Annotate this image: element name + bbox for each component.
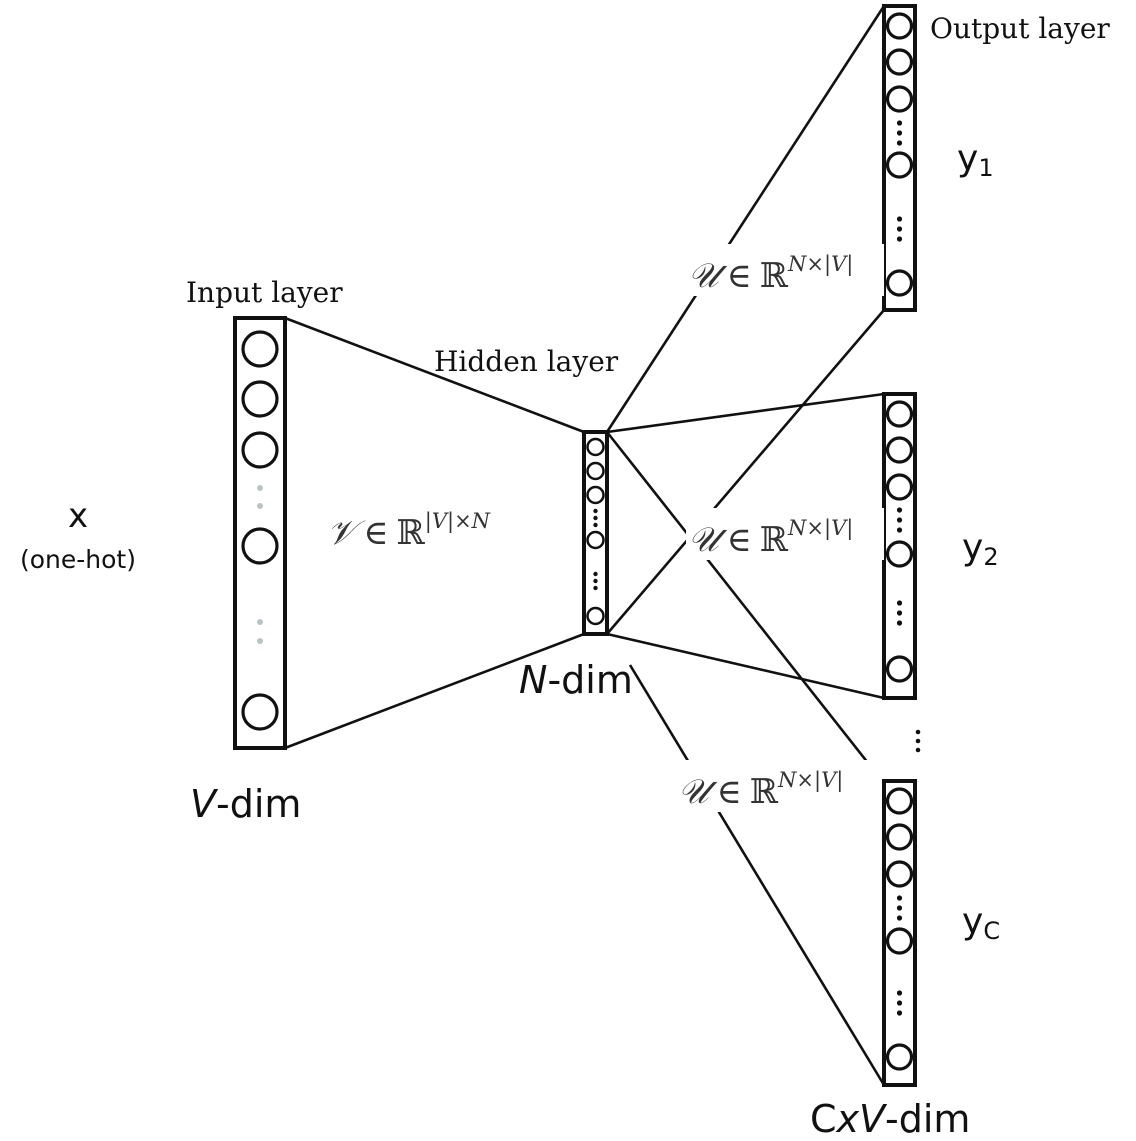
weight-space: ℝ <box>760 520 789 560</box>
hidden-node <box>586 530 605 550</box>
output-label-y1: y1 <box>957 138 994 182</box>
output-label-y2: y2 <box>962 527 999 571</box>
edge-hidden-to-output1-top <box>605 5 886 433</box>
output-node <box>885 48 914 76</box>
weight-space: ℝ <box>750 772 779 812</box>
edge-hidden-to-output1-bottom <box>606 309 885 635</box>
output-ellipsis <box>896 600 903 626</box>
input-dim-italic: V <box>190 782 219 826</box>
output-dim-italic: xV <box>836 1097 888 1141</box>
weight-space: ℝ <box>397 513 426 553</box>
hidden-node <box>586 606 605 626</box>
output-layer-title: Output layer <box>930 12 1110 45</box>
output-node <box>885 151 914 179</box>
input-node <box>241 431 279 469</box>
input-ellipsis <box>257 619 263 644</box>
hidden-ellipsis <box>593 571 598 591</box>
weight-member: ∈ <box>727 256 752 296</box>
hidden-dim-italic: N <box>519 658 547 702</box>
edge-hidden-to-output2-bottom <box>606 632 885 700</box>
weight-label-bg <box>676 760 874 812</box>
output-layer-1-box <box>882 4 917 312</box>
input-symbol: x <box>68 496 88 536</box>
input-layer-title: Input layer <box>186 276 343 309</box>
edge-hidden-to-output2-top <box>606 392 885 434</box>
weight-superscript: |V|×N <box>425 509 491 534</box>
output-label-base: y <box>962 901 983 942</box>
weight-label-bg <box>686 244 884 296</box>
output-label-base: y <box>962 527 983 568</box>
output-layer-2 <box>882 392 917 700</box>
output-label-sub: 2 <box>983 543 998 571</box>
output-label-sub: C <box>983 917 1000 945</box>
weight-superscript: N×|V| <box>787 252 853 277</box>
hidden-ellipsis <box>593 508 598 528</box>
weight-member: ∈ <box>727 520 752 560</box>
output-label-base: y <box>957 138 978 179</box>
hidden-layer-box <box>582 430 609 636</box>
hidden-dim-label: N-dim <box>519 658 633 702</box>
weight-superscript: N×|V| <box>777 768 843 793</box>
input-node <box>241 330 279 368</box>
hidden-node <box>586 485 605 505</box>
weight-superscript: N×|V| <box>787 516 853 541</box>
weight-member: ∈ <box>363 513 388 553</box>
edge-hidden-to-output3-bottom <box>628 664 886 1086</box>
output-node <box>885 860 914 888</box>
input-dim-suffix: -dim <box>216 782 301 826</box>
weight-label-input: 𝒱∈ℝ|V|×N <box>320 502 552 554</box>
output-ellipsis <box>896 895 903 921</box>
weight-label-bg <box>686 508 884 560</box>
weight-space: ℝ <box>760 256 789 296</box>
hidden-node <box>586 437 605 457</box>
output-layer-c <box>882 779 917 1087</box>
output-node <box>885 655 914 683</box>
input-node <box>241 527 279 565</box>
output-node <box>885 823 914 851</box>
output-node <box>885 269 914 297</box>
output-layer-1 <box>882 4 917 312</box>
output-node <box>885 540 914 568</box>
weight-label-bg <box>320 502 552 554</box>
hidden-node <box>586 461 605 481</box>
input-ellipsis <box>257 485 263 509</box>
output-dim-label: CxV-dim <box>810 1097 970 1141</box>
input-node <box>241 693 279 731</box>
edge-input-top-to-hidden <box>284 316 585 434</box>
input-node <box>241 380 279 418</box>
input-layer <box>233 316 287 750</box>
output-node <box>885 400 914 428</box>
output-ellipsis <box>896 990 903 1016</box>
output-node <box>885 12 914 40</box>
output-node <box>885 1043 914 1071</box>
edge-hidden-to-output3-top <box>605 431 874 769</box>
output-layers-ellipsis <box>915 729 921 753</box>
output-ellipsis <box>896 507 903 533</box>
input-dim-label: V-dim <box>190 782 301 826</box>
output-dim-prefix: C <box>810 1097 837 1141</box>
output-ellipsis <box>896 216 903 242</box>
weight-label-output-c: 𝒰∈ℝN×|V| <box>676 760 874 812</box>
output-node <box>885 436 914 464</box>
weight-label-output-1: 𝒰∈ℝN×|V| <box>686 244 884 296</box>
weight-member: ∈ <box>717 772 742 812</box>
weight-label-output-2: 𝒰∈ℝN×|V| <box>686 508 884 560</box>
edge-input-bottom-to-hidden <box>284 632 585 750</box>
output-dim-suffix: -dim <box>885 1097 970 1141</box>
hidden-layer <box>582 430 609 636</box>
output-layer-c-box <box>882 779 917 1087</box>
hidden-dim-suffix: -dim <box>547 658 632 702</box>
output-ellipsis <box>896 120 903 146</box>
input-one-hot-note: (one-hot) <box>20 545 136 574</box>
input-layer-box <box>233 316 287 750</box>
hidden-layer-title: Hidden layer <box>434 345 619 378</box>
output-node <box>885 787 914 815</box>
output-node <box>885 927 914 955</box>
output-node <box>885 85 914 113</box>
connections <box>284 5 886 1086</box>
output-node <box>885 473 914 501</box>
output-label-sub: 1 <box>978 154 993 182</box>
output-label-yc: yC <box>962 901 1000 945</box>
